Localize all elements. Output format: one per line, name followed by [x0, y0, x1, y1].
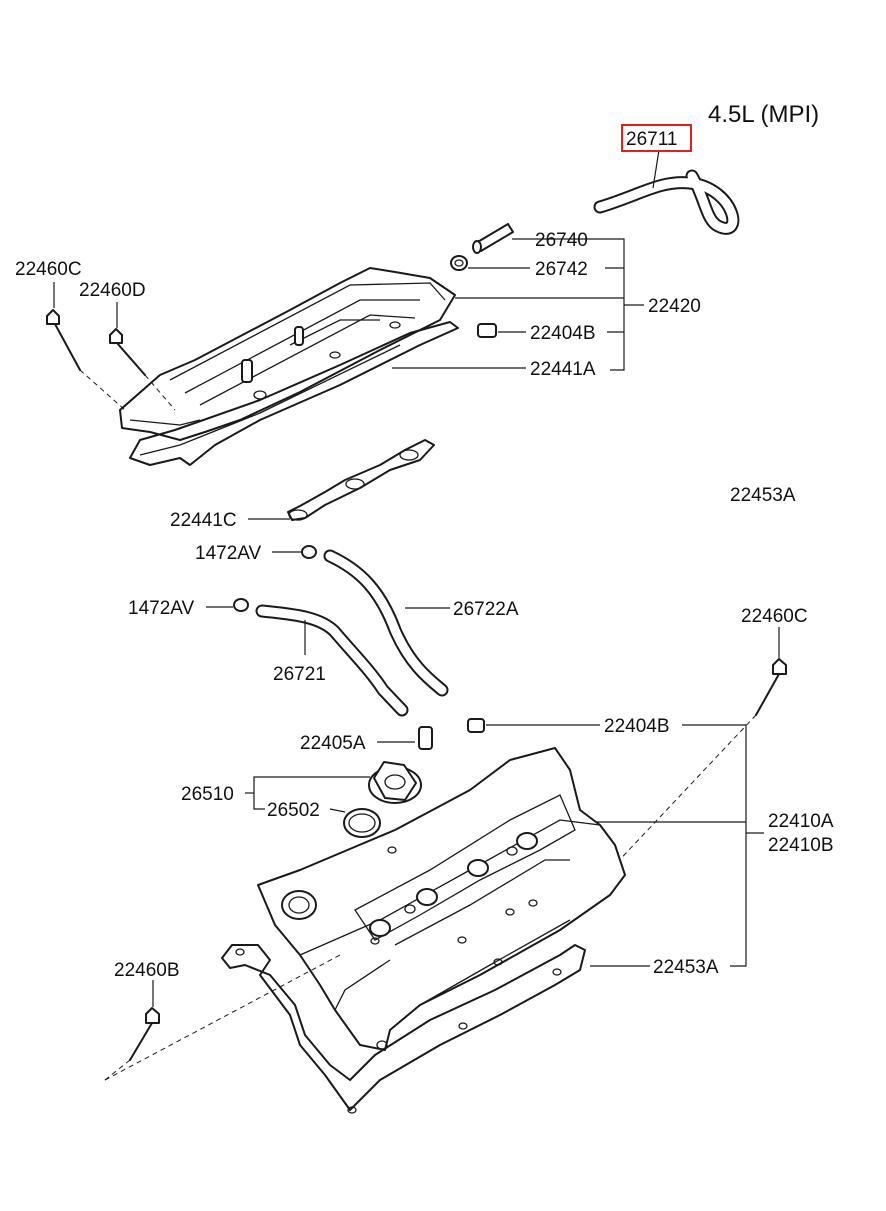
label-26740[interactable]: 26740 [535, 230, 588, 251]
engine-label: 4.5L (MPI) [708, 101, 819, 128]
rocker-cover-22420[interactable] [119, 267, 456, 441]
bracket-22410 [682, 724, 747, 967]
bolt-22460B[interactable] [104, 954, 341, 1081]
oil-filler-cap-26510[interactable] [368, 761, 422, 804]
plug-22404B-top[interactable] [477, 323, 497, 338]
gasket-22453A[interactable] [221, 944, 586, 1114]
seal-26502[interactable] [343, 808, 381, 838]
label-22441C[interactable]: 22441C [170, 510, 237, 531]
label-26722A[interactable]: 26722A [453, 599, 519, 620]
label-26510[interactable]: 26510 [181, 784, 234, 805]
label-22404B-mid[interactable]: 22404B [604, 716, 670, 737]
label-22453A-bottom[interactable]: 22453A [653, 957, 719, 978]
label-22460D[interactable]: 22460D [79, 280, 146, 301]
label-1472AV-b[interactable]: 1472AV [128, 598, 195, 619]
highlight-box-26711 [621, 124, 692, 152]
rocker-cover-22410[interactable] [257, 747, 626, 1051]
label-26742[interactable]: 26742 [535, 259, 588, 280]
label-26711[interactable]: 26711 [626, 129, 677, 150]
label-22460C-right[interactable]: 22460C [741, 606, 808, 627]
plug-22404B-mid[interactable] [467, 718, 485, 733]
pcv-valve-26740[interactable] [472, 223, 514, 254]
hose-26722A[interactable] [323, 549, 449, 697]
hose-26721[interactable] [255, 604, 409, 717]
label-22410A[interactable]: 22410A [768, 811, 834, 832]
grommet-26742[interactable] [450, 255, 468, 271]
leader-26711 [652, 149, 660, 189]
label-22410B[interactable]: 22410B [768, 835, 834, 856]
label-22441A[interactable]: 22441A [530, 359, 596, 380]
label-22404B-top[interactable]: 22404B [530, 323, 596, 344]
bolt-22460C-right[interactable] [611, 658, 787, 869]
fitting-22405A[interactable] [418, 726, 433, 750]
label-26721[interactable]: 26721 [273, 664, 326, 685]
label-22420[interactable]: 22420 [648, 296, 701, 317]
clamp-1472AV-b[interactable] [233, 598, 249, 612]
bolt-22460D[interactable] [109, 328, 176, 411]
label-22453A-right[interactable]: 22453A [730, 485, 796, 506]
label-1472AV-a[interactable]: 1472AV [195, 543, 262, 564]
label-26502[interactable]: 26502 [267, 800, 320, 821]
seal-22441C[interactable] [287, 439, 435, 521]
label-22460C-left[interactable]: 22460C [15, 259, 82, 280]
label-22460B[interactable]: 22460B [114, 960, 180, 981]
label-22405A[interactable]: 22405A [300, 733, 366, 754]
breather-hose-26711[interactable] [593, 169, 740, 235]
gasket-22441A[interactable] [129, 321, 459, 466]
clamp-1472AV-a[interactable] [301, 545, 317, 559]
bolt-22460C-left[interactable] [46, 309, 126, 411]
